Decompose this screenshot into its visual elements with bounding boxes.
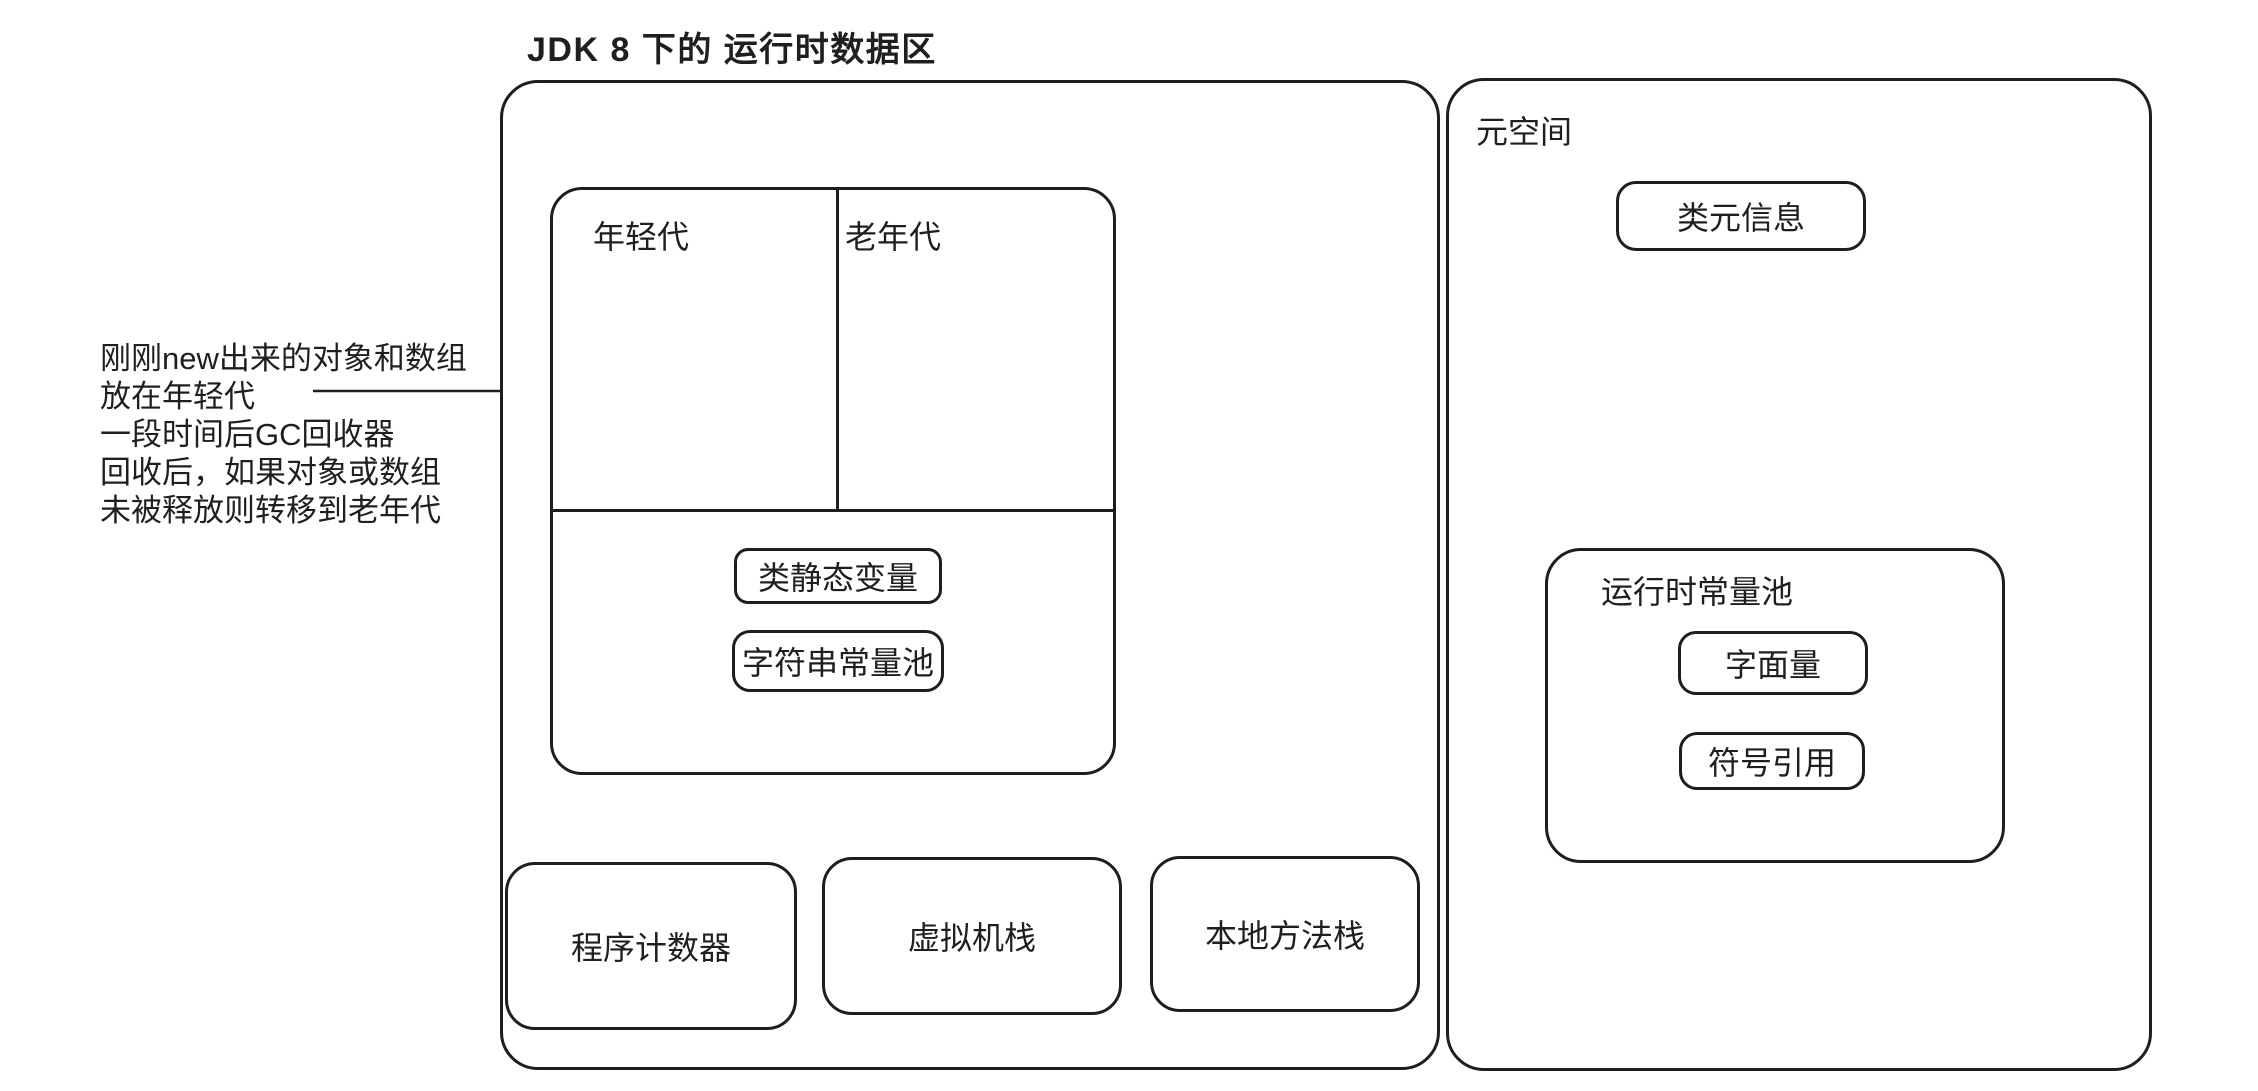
young-generation-label: 年轻代: [593, 219, 690, 255]
runtime-constant-pool-box: 运行时常量池 字面量 符号引用: [1545, 548, 2005, 863]
young-old-divider: [836, 190, 839, 509]
metaspace-label: 元空间: [1476, 114, 1573, 150]
annotation-line: 放在年轻代: [100, 379, 255, 414]
symbol-reference-pill: 符号引用: [1679, 732, 1865, 790]
heap-horizontal-divider: [553, 509, 1113, 512]
page-title: JDK 8 下的 运行时数据区: [527, 31, 937, 69]
annotation-block: 刚刚new出来的对象和数组 放在年轻代 一段时间后GC回收器 回收后，如果对象或…: [100, 340, 530, 530]
annotation-line: 回收后，如果对象或数组: [100, 455, 441, 490]
annotation-line: 刚刚new出来的对象和数组: [100, 341, 467, 376]
metaspace-container: 元空间 类元信息 运行时常量池 字面量 符号引用: [1446, 78, 2152, 1071]
literal-pill: 字面量: [1678, 631, 1868, 695]
heap-box: 年轻代 老年代 类静态变量 字符串常量池: [550, 187, 1116, 775]
native-method-stack-box: 本地方法栈: [1150, 856, 1420, 1012]
class-static-vars-pill: 类静态变量: [734, 548, 942, 604]
class-meta-info-pill: 类元信息: [1616, 181, 1866, 251]
runtime-constant-pool-label: 运行时常量池: [1601, 574, 1794, 610]
annotation-line: 一段时间后GC回收器: [100, 417, 395, 452]
program-counter-box: 程序计数器: [505, 862, 797, 1030]
annotation-line: 未被释放则转移到老年代: [100, 493, 441, 528]
vm-stack-box: 虚拟机栈: [822, 857, 1122, 1015]
old-generation-label: 老年代: [845, 219, 942, 255]
string-constant-pool-pill: 字符串常量池: [732, 630, 944, 692]
